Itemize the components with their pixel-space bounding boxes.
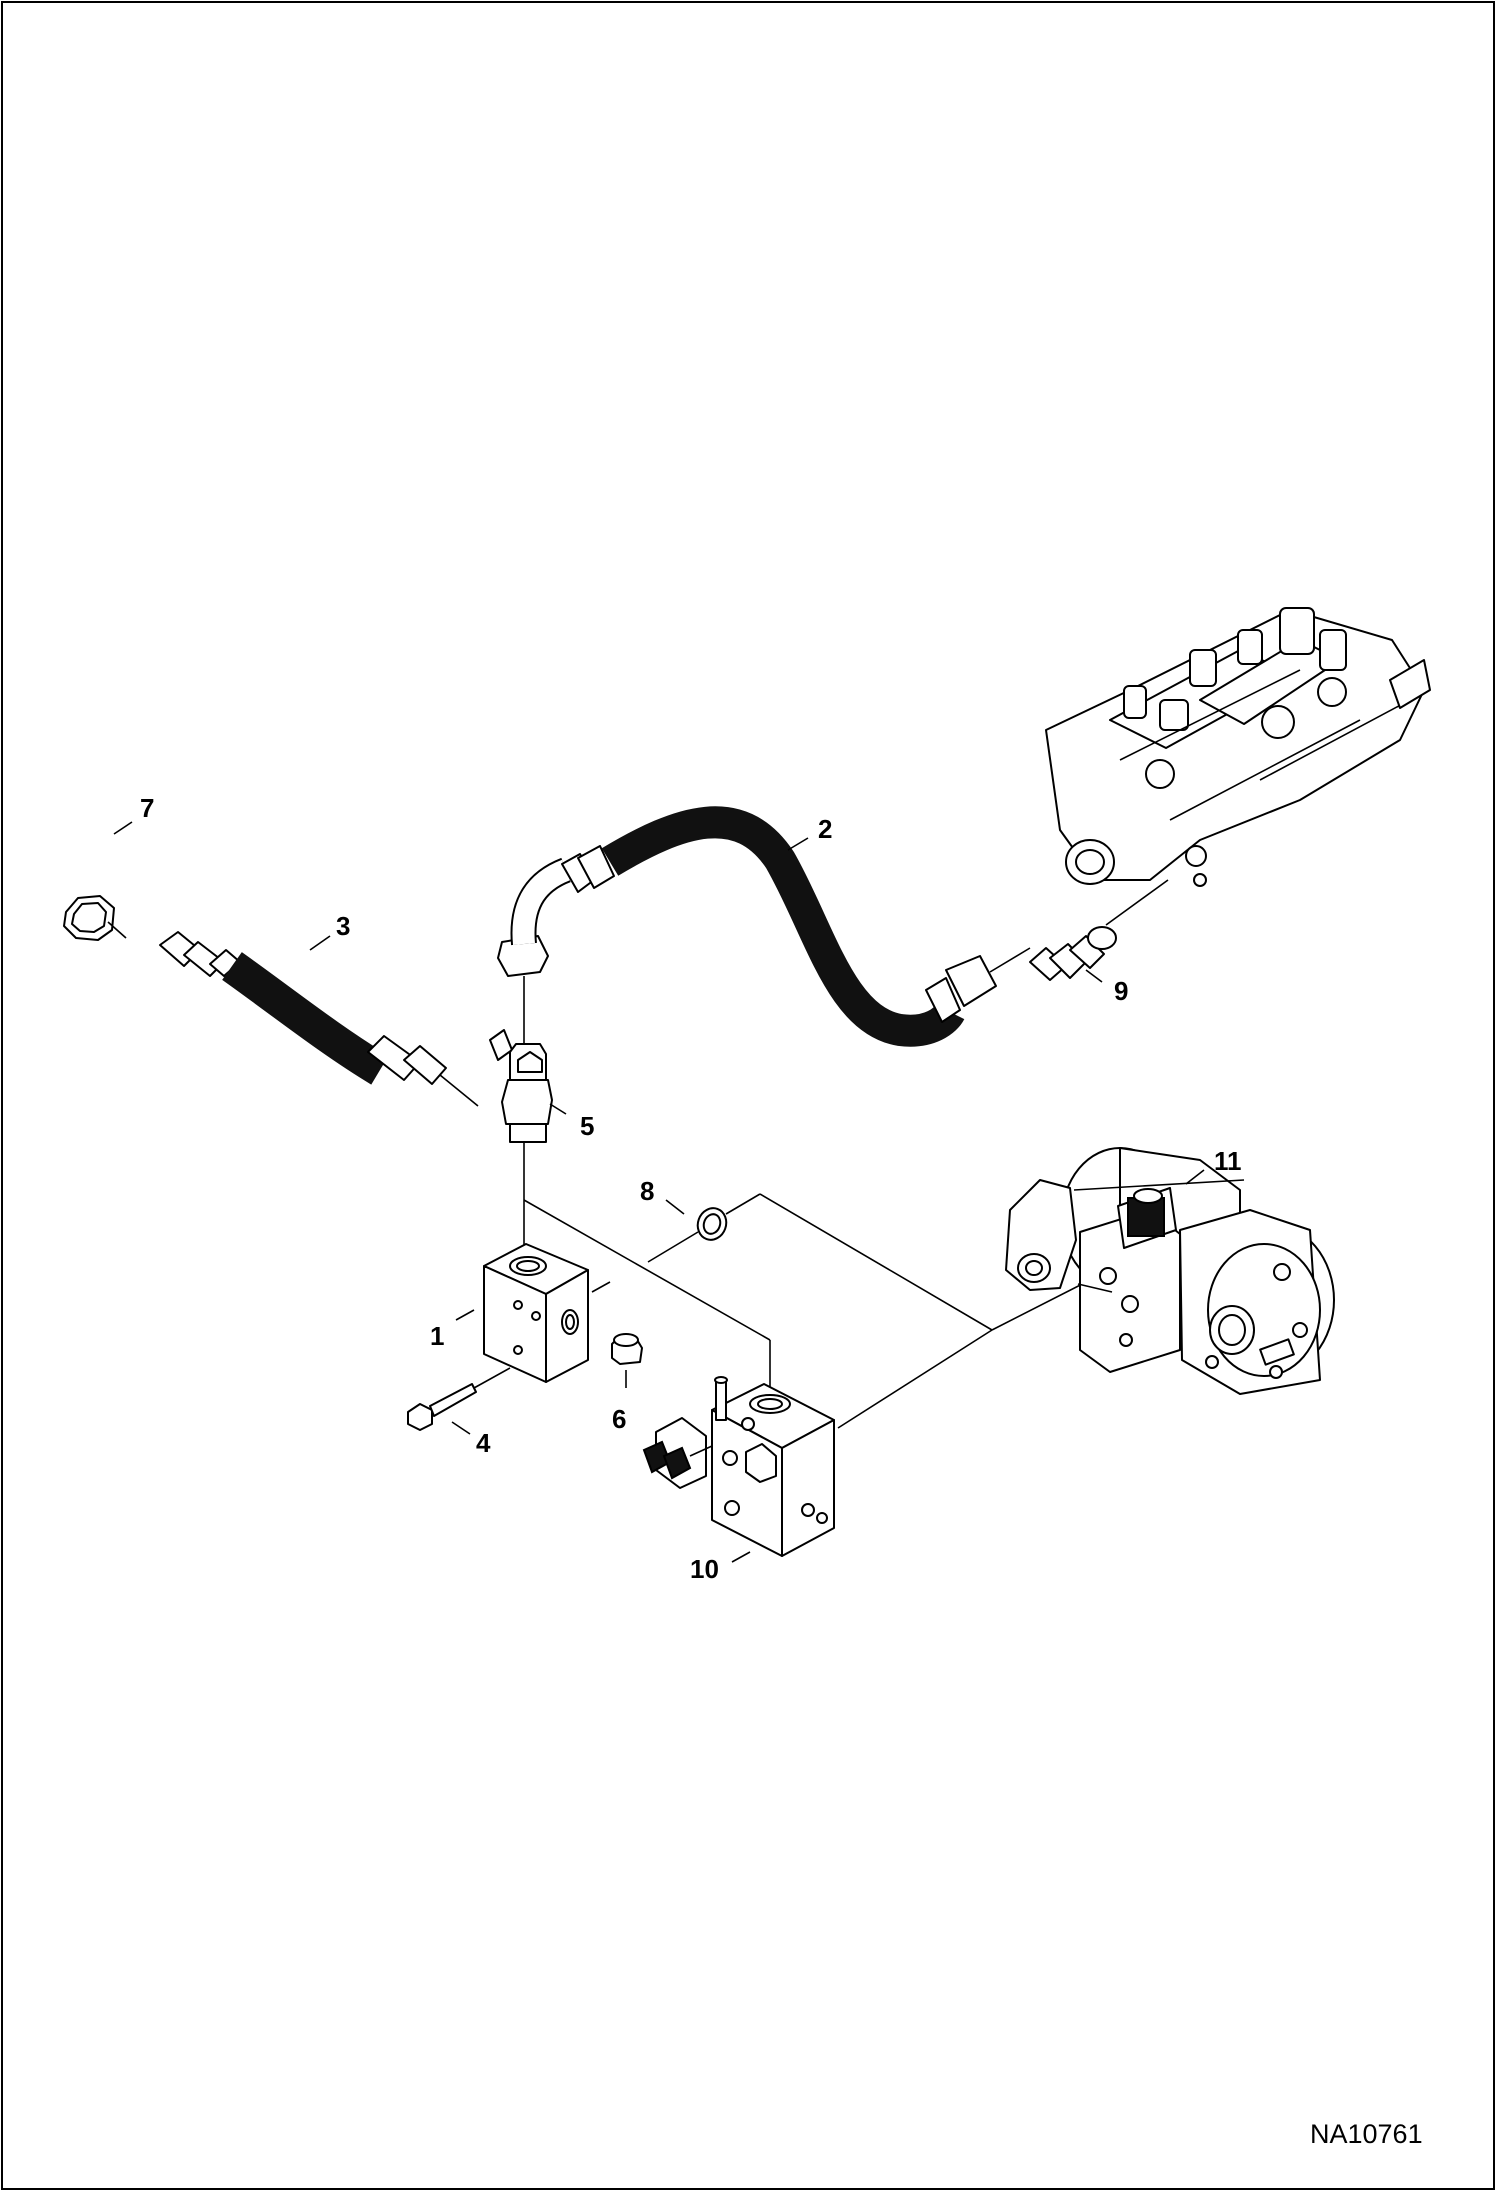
figure-id: NA10761: [1310, 2119, 1423, 2149]
part-6-plug[interactable]: [611, 1333, 643, 1365]
leader-1: [455, 1309, 475, 1321]
callout-7: 7: [140, 793, 154, 823]
callout-6: 6: [612, 1404, 626, 1434]
part-11-pump[interactable]: [1005, 1147, 1335, 1395]
callout-11: 11: [1214, 1146, 1242, 1176]
leader-10: [731, 1551, 751, 1563]
callout-3: 3: [336, 911, 350, 941]
callout-1: 1: [430, 1321, 444, 1351]
leader-2: [787, 837, 809, 851]
part-1-block[interactable]: [483, 1243, 589, 1383]
callout-9: 9: [1114, 976, 1128, 1006]
leader-8: [665, 1199, 685, 1215]
part-9-elbow-fitting[interactable]: [1029, 879, 1169, 981]
leader-11: [1185, 1169, 1205, 1185]
callout-5: 5: [580, 1111, 594, 1141]
assembly-lines: [523, 1193, 1099, 1429]
part-4-bolt[interactable]: [407, 1367, 511, 1431]
part-10-valve-block[interactable]: [642, 1376, 835, 1557]
leader-7: [113, 821, 133, 835]
part-8-o-ring[interactable]: [693, 1204, 730, 1244]
control-valve-assembly: [1045, 607, 1431, 887]
callout-8: 8: [640, 1176, 654, 1206]
part-2-hose[interactable]: [497, 806, 1031, 1047]
leader-4: [451, 1421, 471, 1435]
leader-5: [549, 1103, 567, 1115]
part-7-nut[interactable]: [63, 895, 127, 941]
leader-3: [309, 935, 331, 951]
callout-10: 10: [690, 1554, 719, 1584]
part-3-hose[interactable]: [159, 931, 479, 1107]
leader-9: [1085, 969, 1103, 983]
callout-2: 2: [818, 814, 832, 844]
part-5-tee-fitting[interactable]: [489, 976, 553, 1260]
callout-4: 4: [476, 1428, 491, 1458]
